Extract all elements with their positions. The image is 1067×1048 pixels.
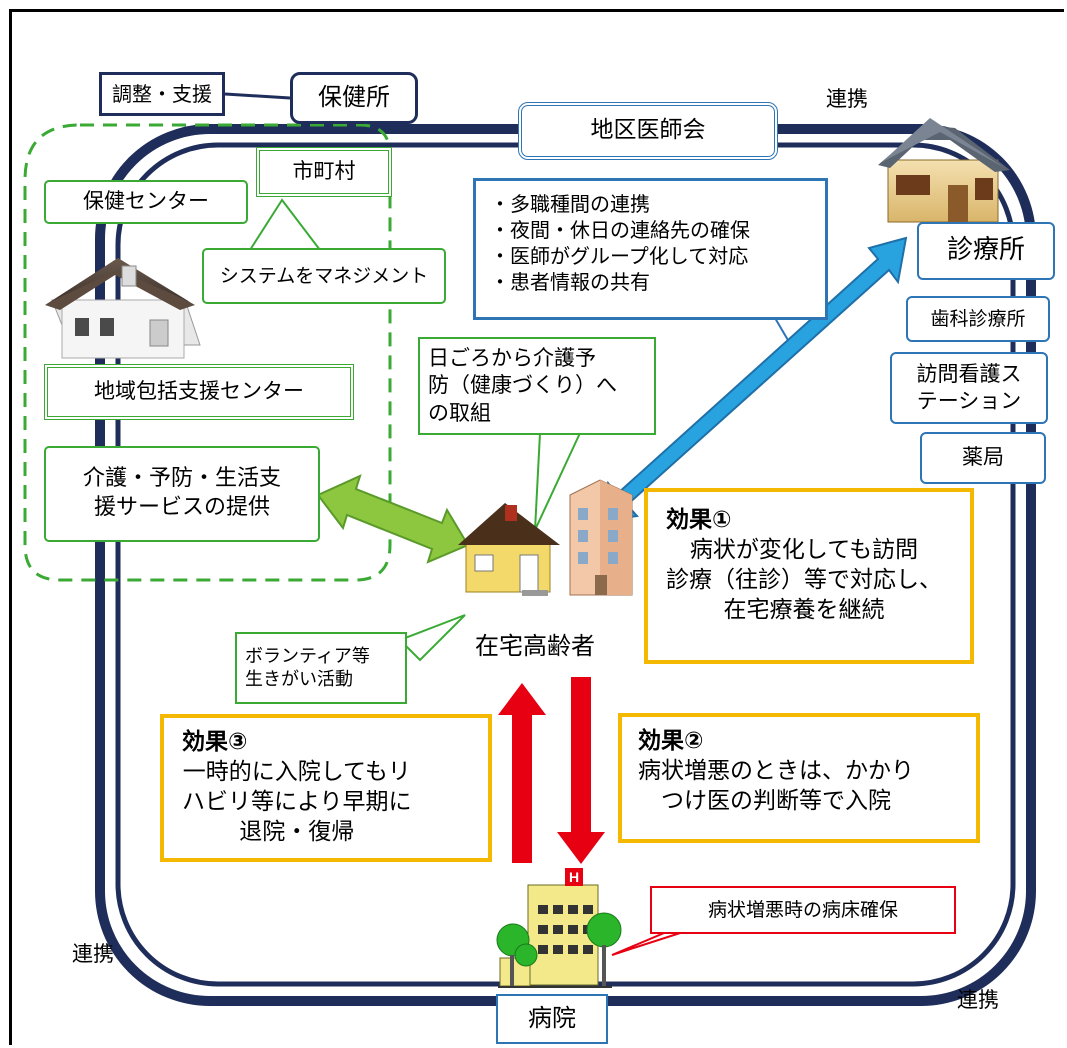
effect-1-title: 効果① [666, 507, 732, 533]
effect-3-title: 効果③ [182, 729, 248, 755]
clinic-house-icon [878, 118, 1010, 223]
care-services-box: 介護・予防・生活支 援サービスの提供 [44, 446, 320, 542]
effect-3-body: 一時的に入院してもリ ハビリ等により早期に 退院・復帰 [182, 758, 412, 845]
district-medical-assoc-box: 地区医師会 [518, 102, 778, 160]
admission-arrow [557, 677, 605, 864]
system-callout-tail [248, 198, 323, 251]
municipality-region [23, 123, 392, 582]
cooperation-item: ・夜間・休日の連絡先の確保 [490, 218, 750, 242]
home-nursing-station-box: 訪問看護ス テーション [890, 352, 1048, 424]
adjust-connector [224, 92, 291, 100]
effect-1-box: 効果① 病状が変化しても訪問 診療（往診）等で対応し、 在宅療養を継続 [644, 488, 974, 664]
community-support-center-box: 地域包括支援センター [44, 364, 354, 420]
svg-text:H: H [569, 869, 579, 885]
prevention-callout: 日ごろから介護予 防（健康づくり）へ の取組 [418, 337, 656, 435]
effect-1-body: 病状が変化しても訪問 診療（往診）等で対応し、 在宅療養を継続 [666, 536, 942, 623]
cooperation-item: ・医師がグループ化して対応 [490, 244, 749, 268]
health-office-box: 保健所 [290, 72, 418, 124]
volunteer-callout-tail [398, 614, 466, 662]
cooperation-item: ・多職種間の連携 [490, 192, 650, 216]
pharmacy-box: 薬局 [920, 432, 1046, 484]
cooperation-label-top: 連携 [826, 87, 868, 111]
clinic-box: 診療所 [917, 222, 1055, 280]
dental-clinic-box: 歯科診療所 [906, 296, 1050, 342]
cooperation-item: ・患者情報の共有 [490, 270, 650, 294]
cooperation-items-callout: ・多職種間の連携 ・夜間・休日の連絡先の確保 ・医師がグループ化して対応 ・患者… [473, 178, 828, 320]
effect-2-box: 効果② 病状増悪のときは、かかり つけ医の判断等で入院 [618, 713, 980, 843]
house-left-icon [45, 258, 201, 359]
effect-2-title: 効果② [638, 728, 704, 754]
apartment-icon [569, 479, 633, 596]
adjust-support-box: 調整・支援 [99, 72, 225, 116]
cooperation-label-left: 連携 [72, 942, 114, 966]
hospital-building-icon: H [496, 868, 622, 988]
system-management-callout: システムをマネジメント [202, 248, 446, 304]
volunteer-callout: ボランティア等 生きがい活動 [235, 632, 407, 704]
elderly-at-home-label: 在宅高齢者 [475, 632, 595, 660]
municipality-box: 市町村 [256, 147, 392, 197]
health-center-box: 保健センター [44, 180, 248, 224]
effect-3-box: 効果③ 一時的に入院してもリ ハビリ等により早期に 退院・復帰 [160, 714, 492, 862]
discharge-arrow [498, 683, 546, 863]
cooperation-label-bottom: 連携 [957, 988, 999, 1012]
hospital-box: 病院 [496, 994, 608, 1044]
services-home-arrow [316, 474, 470, 564]
home-house-icon [458, 503, 560, 596]
effect-2-body: 病状増悪のときは、かかり つけ医の判断等で入院 [638, 757, 914, 814]
bed-securing-callout: 病状増悪時の病床確保 [650, 886, 956, 934]
outer-frame [9, 9, 1064, 1045]
